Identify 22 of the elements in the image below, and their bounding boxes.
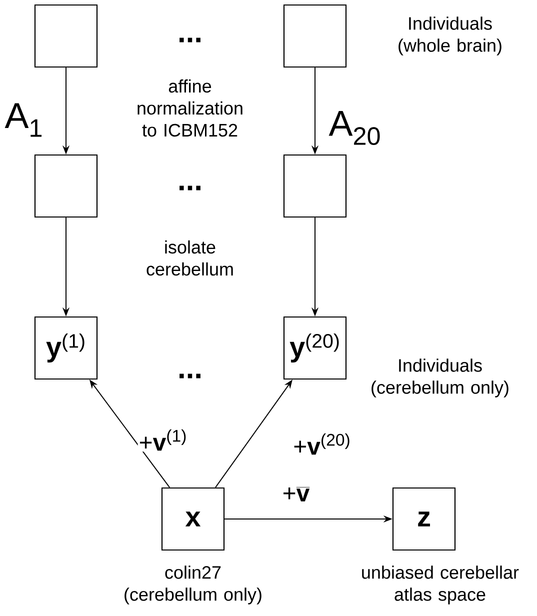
empty-box xyxy=(34,154,98,218)
variable-box: y$^{(20)}$ xyxy=(283,316,347,380)
variable-box: z xyxy=(392,487,456,551)
edge-label: +v$^{(20)}$ xyxy=(294,433,350,455)
empty-box xyxy=(283,154,347,218)
empty-box xyxy=(34,4,98,68)
step-label: affine normalization to ICBM152 xyxy=(138,79,242,137)
variable-box: x xyxy=(161,487,225,551)
node-label: Individuals (whole brain) xyxy=(398,16,502,56)
ellipsis: ... xyxy=(180,374,200,378)
ellipsis: ... xyxy=(180,186,200,190)
variable-box: y$^{(1)}$ xyxy=(34,316,98,380)
edge-label: A$_{1}$ xyxy=(4,103,42,137)
edge-label: $\textrm{+}\overline{\textbf{v}}$ xyxy=(284,487,310,502)
empty-box xyxy=(283,4,347,68)
node-label: colin27 (cerebellum only) xyxy=(124,566,262,604)
step-label: isolate cerebellum xyxy=(146,240,233,276)
node-label: Individuals (cerebellum only) xyxy=(372,358,508,398)
edge-label: +v$^{(1)}$ xyxy=(140,429,186,451)
node-label: unbiased cerebellar atlas space xyxy=(362,566,519,604)
ellipsis: ... xyxy=(180,38,200,42)
edge-label: A$_{20}$ xyxy=(328,111,380,146)
